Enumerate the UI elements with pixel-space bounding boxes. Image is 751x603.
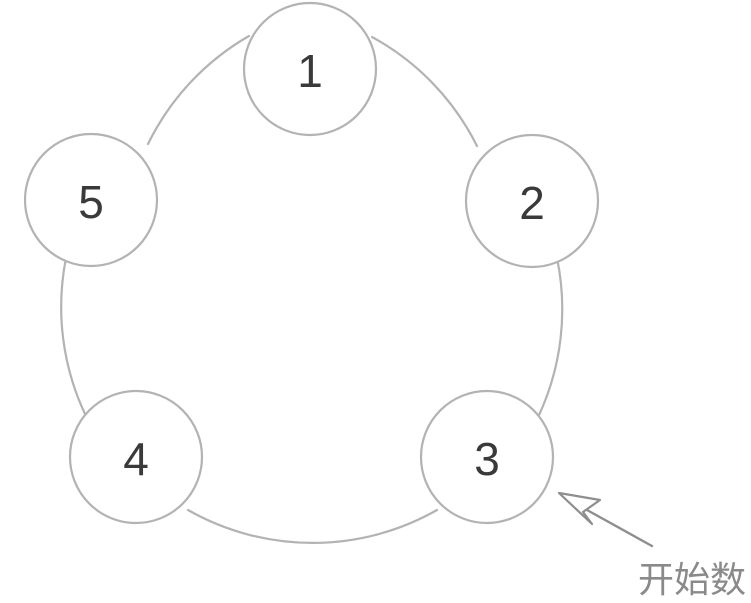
node-1-circle[interactable] (242, 1, 378, 137)
node-5-circle[interactable] (23, 132, 159, 268)
node-2-label: 2 (519, 177, 545, 229)
arrow-shaft-line (585, 508, 654, 548)
node-3-label: 3 (474, 433, 500, 485)
node-4-label: 4 (123, 433, 149, 485)
node-4-circle[interactable] (68, 389, 204, 525)
arrow-head-icon (557, 491, 602, 526)
edge-1-2 (370, 35, 479, 148)
edge-2-3 (537, 256, 564, 417)
node-5-label: 5 (78, 176, 104, 228)
edge-4-5 (60, 256, 87, 416)
node-1-label: 1 (297, 45, 323, 97)
edge-3-4 (186, 508, 439, 545)
node-2[interactable]: 2 (464, 133, 600, 269)
connection-arcs (60, 34, 564, 545)
node-3[interactable]: 3 (419, 389, 555, 525)
node-5[interactable]: 5 (23, 132, 159, 268)
node-2-circle[interactable] (464, 133, 600, 269)
node-1[interactable]: 1 (242, 1, 378, 137)
annotation-label: 开始数 (638, 560, 746, 601)
node-4[interactable]: 4 (68, 389, 204, 525)
node-3-circle[interactable] (419, 389, 555, 525)
edge-5-1 (146, 34, 251, 146)
annotation-arrow (557, 491, 654, 548)
